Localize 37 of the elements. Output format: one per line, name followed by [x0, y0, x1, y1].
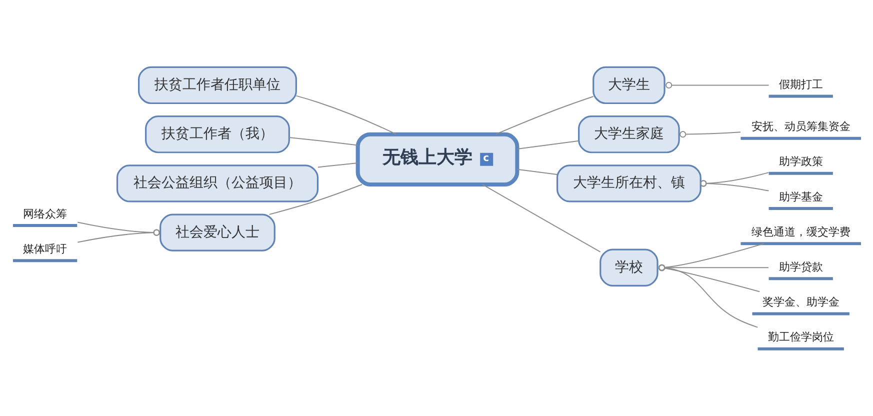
connector	[658, 264, 758, 328]
node-text: 媒体呼吁	[22, 242, 67, 256]
connector	[268, 184, 362, 215]
node-box: 无钱上大学 c	[355, 132, 519, 186]
node-box: 社会公益组织（公益项目）	[116, 164, 318, 202]
connector	[679, 131, 740, 138]
node-box: 学校	[599, 248, 658, 286]
node-box: 大学生	[592, 66, 665, 104]
connector	[700, 180, 769, 192]
connector	[481, 184, 600, 252]
node-text: 绿色通道，缓交学费	[750, 225, 850, 238]
connector	[516, 140, 579, 150]
connector	[76, 229, 160, 243]
connector	[295, 95, 396, 135]
connector	[76, 222, 160, 236]
node-text: 假期打工	[778, 78, 822, 92]
connector	[288, 137, 358, 146]
node-text: 助学政策	[778, 155, 822, 168]
connector	[658, 264, 760, 292]
node-text: 奖学金、助学金	[762, 296, 839, 309]
connector	[516, 168, 558, 175]
node-box: 扶贫工作者（我）	[144, 115, 290, 154]
connector	[658, 264, 769, 271]
node-box: 社会爱心人士	[159, 214, 275, 252]
node-text: 助学贷款	[778, 260, 822, 274]
node-box: 大学生所在村、镇	[556, 164, 701, 202]
connector	[658, 243, 764, 271]
connector	[700, 172, 768, 187]
connector	[665, 82, 769, 89]
connector	[494, 96, 594, 135]
connector	[316, 162, 358, 168]
node-text: 勤工俭学岗位	[767, 330, 834, 344]
node-box: 扶贫工作者任职单位	[138, 66, 296, 104]
node-text: 助学基金	[778, 190, 822, 204]
node-text: 网络众筹	[22, 207, 67, 220]
node-box: 大学生家庭	[578, 115, 680, 154]
node-text: 安抚、动员筹集资金	[750, 120, 850, 134]
